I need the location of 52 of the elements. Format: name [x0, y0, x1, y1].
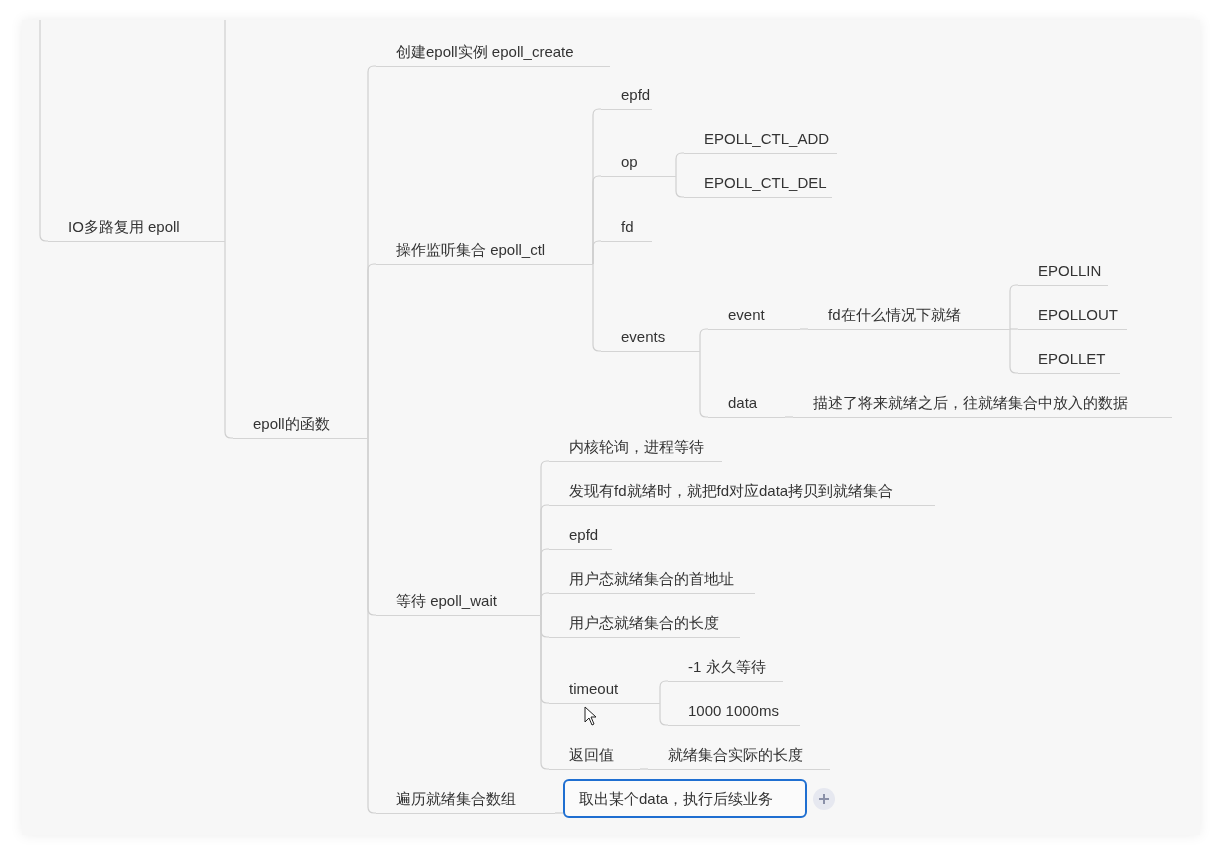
- topic-text: 创建epoll实例 epoll_create: [396, 43, 574, 61]
- branch-line: [799, 328, 809, 330]
- topic-text: 描述了将来就绪之后，往就绪集合中放入的数据: [813, 394, 1128, 412]
- branch-line: [699, 328, 709, 352]
- topic-text: 用户态就绪集合的长度: [569, 614, 719, 632]
- branch-line: [592, 263, 602, 352]
- branch-line: [699, 350, 709, 418]
- topic-text: epoll的函数: [253, 415, 330, 433]
- topic-text: -1 永久等待: [688, 658, 766, 676]
- branch-line: [1009, 328, 1019, 374]
- topic-text: fd: [621, 218, 634, 236]
- topic-text: fd在什么情况下就绪: [828, 306, 961, 324]
- topic-text: event: [728, 306, 765, 324]
- topic-text: EPOLLIN: [1038, 262, 1102, 280]
- topic-text: EPOLL_CTL_ADD: [704, 130, 830, 148]
- branch-line: [1009, 284, 1019, 330]
- branch-line: [367, 263, 377, 439]
- selected-topic-box: [563, 779, 807, 818]
- branch-line: [39, 19, 49, 242]
- topic-text: 内核轮询，进程等待: [569, 438, 704, 456]
- branch-line: [367, 437, 377, 814]
- branch-line: [639, 768, 649, 770]
- topic-text: EPOLLOUT: [1038, 306, 1119, 324]
- topic-text: data: [728, 394, 758, 412]
- branch-line: [1009, 328, 1019, 330]
- topic-text: 取出某个data，执行后续业务: [579, 789, 774, 808]
- topic-text: 等待 epoll_wait: [396, 592, 497, 610]
- branch-line: [554, 812, 564, 814]
- topic-text: 1000 1000ms: [688, 702, 779, 720]
- branch-line: [592, 240, 602, 265]
- topic-text: 操作监听集合 epoll_ctl: [396, 241, 546, 259]
- branch-line: [675, 175, 685, 198]
- topic-text: 返回值: [569, 746, 614, 764]
- topic-text: timeout: [569, 680, 619, 698]
- branch-line: [659, 702, 669, 726]
- topic-text: IO多路复用 epoll: [68, 218, 180, 236]
- topic-text: epfd: [621, 86, 651, 104]
- branch-line: [224, 240, 234, 439]
- branch-line: [540, 614, 550, 770]
- topic-text: events: [621, 328, 666, 346]
- branch-line: [784, 416, 794, 418]
- branch-line: [659, 680, 669, 704]
- topic-text: op: [621, 153, 638, 171]
- topic-text: 遍历就绪集合数组: [396, 790, 516, 808]
- topic-text: EPOLL_CTL_DEL: [704, 174, 827, 192]
- topic-text: epfd: [569, 526, 599, 544]
- branch-line: [540, 592, 550, 616]
- topic-text: 用户态就绪集合的首地址: [569, 570, 734, 588]
- topic-text: 就绪集合实际的长度: [668, 746, 803, 764]
- branch-line: [675, 152, 685, 177]
- topic-text: 发现有fd就绪时，就把fd对应data拷贝到就绪集合: [569, 482, 894, 500]
- topic-text: EPOLLET: [1038, 350, 1106, 368]
